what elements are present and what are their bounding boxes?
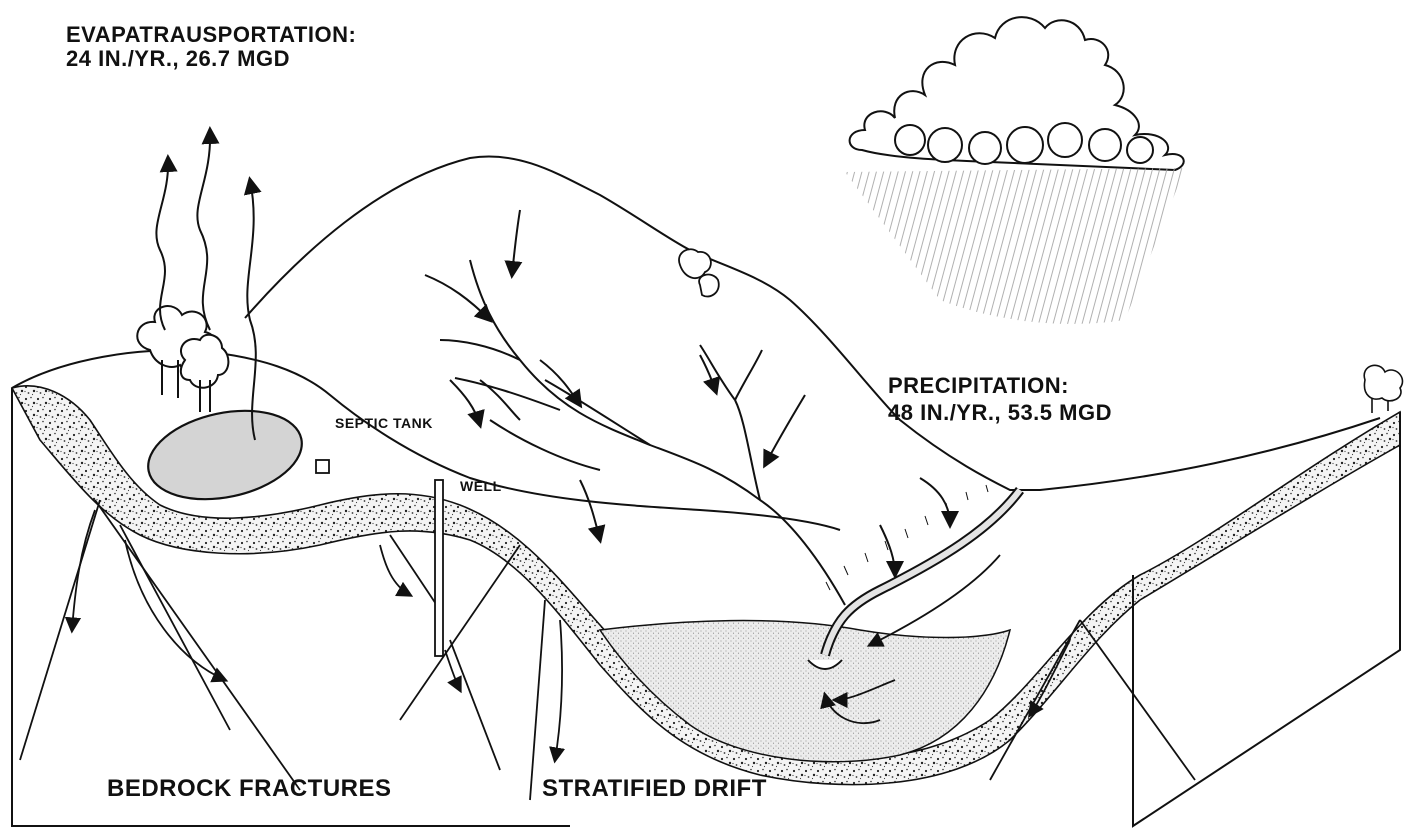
- cloud: [850, 17, 1184, 170]
- hill-bushes: [679, 249, 719, 296]
- tree-right: [1364, 365, 1402, 413]
- mountain-hill: [245, 156, 1380, 490]
- evapotranspiration-value: 24 IN./YR., 26.7 MGD: [66, 46, 290, 72]
- trees-left: [137, 306, 228, 412]
- evapotranspiration-title: EVAPATRAUSPORTATION:: [66, 22, 356, 48]
- precipitation-title: PRECIPITATION:: [888, 373, 1069, 399]
- septic-tank: [316, 460, 329, 473]
- rain: [845, 168, 1185, 324]
- septic-tank-label: SEPTIC TANK: [335, 415, 433, 432]
- bedrock-fractures-label: BEDROCK FRACTURES: [107, 775, 392, 803]
- well-label: WELL: [460, 478, 502, 495]
- precipitation-value: 48 IN./YR., 53.5 MGD: [888, 400, 1112, 426]
- block-right-face: [1133, 412, 1400, 826]
- lake: [140, 398, 310, 513]
- stratified-drift-label: STRATIFIED DRIFT: [542, 775, 767, 803]
- evapotranspiration-arrows: [156, 130, 255, 440]
- well: [435, 480, 443, 656]
